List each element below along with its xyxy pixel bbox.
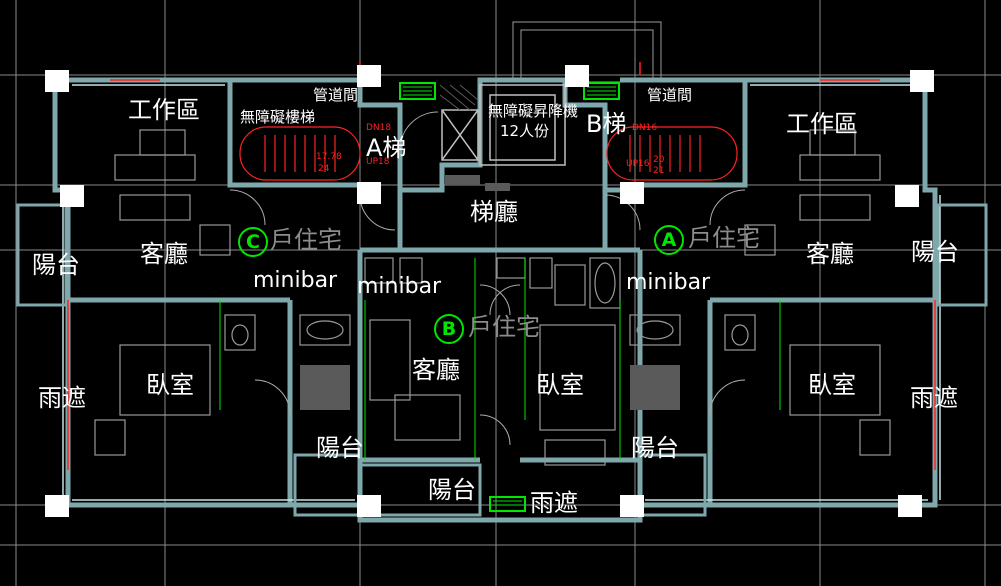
- stair-label: 無障礙樓梯: [240, 108, 316, 126]
- room-label-b-ladder: B梯: [586, 110, 627, 138]
- unit-label-a: 戶住宅: [688, 224, 760, 252]
- room-label-balcony-center-left: 陽台: [316, 434, 364, 462]
- room-label-rainshade-right: 雨遮: [910, 384, 958, 412]
- room-label-living-right: 客廳: [806, 240, 854, 268]
- stair-right-up: UP16: [626, 159, 650, 169]
- column-marker: [620, 495, 644, 517]
- room-label-pipe-left: 管道間: [313, 86, 359, 104]
- room-label-bedroom-right: 臥室: [808, 371, 856, 399]
- unit-marker-a: A: [654, 225, 684, 255]
- partition-lines: [219, 258, 781, 460]
- stair-left-dim: 17.78: [316, 152, 342, 162]
- elevator-capacity: 12人份: [500, 122, 550, 140]
- stair-left-dn: DN18: [366, 123, 392, 133]
- unit-marker-b: B: [434, 314, 464, 344]
- stair-right-dn: DN16: [632, 123, 658, 133]
- hatching: [439, 84, 479, 111]
- stair-right-dim: 20: [653, 155, 665, 165]
- minibar-label-right: minibar: [626, 270, 711, 295]
- stair-left-up: UP18: [366, 157, 390, 167]
- door-swings: [229, 111, 746, 446]
- room-label-work-right: 工作區: [786, 110, 858, 138]
- room-label-bedroom-left: 臥室: [146, 371, 194, 399]
- stair-left-dim2: 24: [318, 164, 330, 174]
- column-marker: [45, 495, 69, 517]
- room-label-balcony-left: 陽台: [32, 251, 80, 279]
- column-marker: [357, 495, 381, 517]
- window-markers: [67, 62, 936, 470]
- column-marker: [895, 185, 919, 207]
- stairs: [239, 126, 738, 181]
- fixtures: [300, 175, 680, 410]
- column-marker: [357, 182, 381, 204]
- room-label-balcony-bottom: 陽台: [428, 476, 476, 504]
- stair-right-dim2: 21: [653, 166, 665, 176]
- room-label-balcony-center-right: 陽台: [631, 434, 679, 462]
- green-equipment: [399, 82, 620, 512]
- unit-label-c: 戶住宅: [270, 226, 342, 254]
- room-label-rainshade-bottom: 雨遮: [530, 489, 578, 517]
- minibar-label-left: minibar: [253, 268, 338, 293]
- column-marker: [60, 185, 84, 207]
- unit-label-b: 戶住宅: [468, 313, 540, 341]
- column-marker: [357, 65, 381, 87]
- furniture: [94, 129, 891, 466]
- wall-inner-lines: [62, 84, 941, 501]
- room-label-living-center: 客廳: [412, 356, 460, 384]
- room-label-a-ladder: A梯: [366, 134, 407, 162]
- minibar-label-center: minibar: [357, 274, 442, 299]
- room-label-rainshade-left: 雨遮: [38, 384, 86, 412]
- column-marker: [565, 65, 589, 87]
- elevator-label: 無障礙昇降機: [488, 102, 579, 120]
- elevator-shaft: [441, 84, 566, 166]
- column-marker: [45, 70, 69, 92]
- unit-marker-c: C: [238, 227, 268, 257]
- exterior-walls: [52, 77, 938, 523]
- room-label-living-left: 客廳: [140, 240, 188, 268]
- balcony-frames: [16, 203, 988, 517]
- column-marker: [898, 495, 922, 517]
- room-label-work-left: 工作區: [128, 96, 200, 124]
- column-marker: [620, 182, 644, 204]
- green-equipment-lines: [403, 86, 616, 506]
- column-marker: [910, 70, 934, 92]
- room-label-bedroom-center: 臥室: [536, 371, 584, 399]
- room-label-pipe-right: 管道間: [647, 86, 693, 104]
- room-label-lobby: 梯廳: [470, 198, 518, 226]
- room-label-balcony-right: 陽台: [911, 238, 959, 266]
